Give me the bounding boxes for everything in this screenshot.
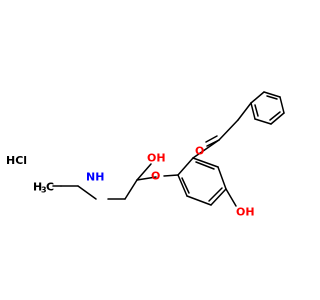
hydroxyphenyl-ring [177,157,227,206]
methyl-subscript: 3 [41,186,47,195]
amine-label: NH [86,171,104,184]
ether-oxygen-label: O [151,170,160,183]
salt-label: HCl [6,154,27,167]
molecule-structure: O O OH OH NH H 3 C HCl [6,91,285,219]
methyl-label: H 3 C [33,181,54,195]
phenyl-ring [250,91,285,125]
ring-substituents [163,174,237,207]
side-chain [52,163,157,200]
methyl-c-label: C [46,181,54,194]
hydroxyl-side-chain-label: OH [147,152,166,165]
methyl-h-label: H [33,181,42,194]
hydroxyl-ring-label: OH [236,206,255,219]
carbonyl-oxygen-label: O [195,145,204,158]
propanone-chain [192,102,252,159]
